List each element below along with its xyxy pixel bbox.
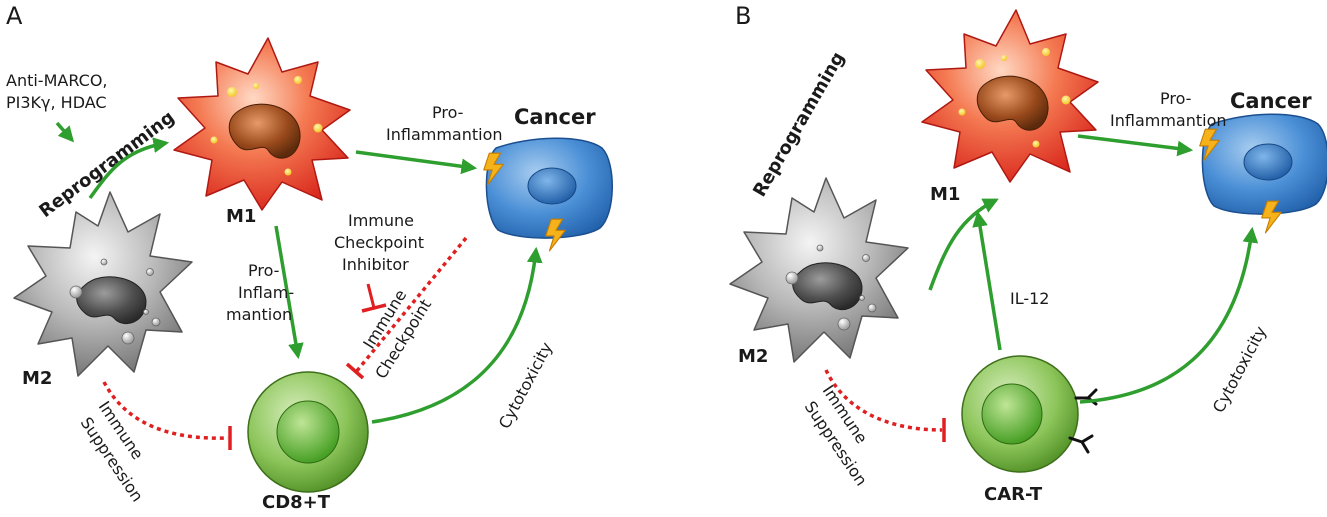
cd8-nucleus (276, 400, 340, 464)
ici-label-2: Checkpoint (334, 233, 424, 252)
panel-a: A Anti-MARCO, PI3Kγ, HDAC Reprogramming … (6, 2, 613, 513)
m2-nucleus-b (792, 262, 863, 310)
cancer-nucleus-a (527, 167, 577, 205)
car-t-cell (961, 355, 1098, 473)
cytotoxicity-label-a: Cytotoxicity (495, 339, 556, 432)
drug-list-line-1: Anti-MARCO, (6, 71, 108, 90)
m1-to-tcell-arrow (274, 225, 304, 360)
m2-label-b: M2 (738, 346, 768, 367)
pro-inflammation-arrow-b (1077, 134, 1194, 157)
pro-inflammation-label-a-2: Inflammantion (386, 125, 503, 144)
cancer-label-a: Cancer (514, 105, 596, 129)
car-t-nucleus (981, 383, 1043, 445)
pro-inflammation-label-a-1: Pro- (432, 103, 463, 122)
pro-inflammation-left-3: mantion (226, 305, 292, 324)
panel-b: B Reprogramming M1 M2 (729, 2, 1327, 505)
cd8-label: CD8+T (262, 492, 331, 513)
ici-label-1: Immune (348, 211, 414, 230)
suppression-dotted-line-b (824, 369, 943, 432)
il12-arrow (972, 210, 1002, 351)
cancer-cell-a (483, 137, 613, 252)
car-receptor-icon (1068, 434, 1094, 454)
m2-label-a: M2 (22, 368, 52, 389)
pro-inflammation-arrow-a (355, 150, 478, 175)
panel-a-letter: A (6, 2, 23, 30)
m2-nucleus-a (76, 276, 147, 324)
m1-nucleus-a (228, 103, 301, 159)
m1-macrophage-b (921, 9, 1099, 183)
cytotoxicity-arrow-a (371, 246, 543, 424)
drug-list-line-2: PI3Kγ, HDAC (6, 93, 107, 112)
checkpoint-inhibition-bar (345, 362, 365, 380)
cancer-cell-b (1199, 113, 1327, 234)
m2-macrophage-a (13, 191, 193, 377)
car-t-label: CAR-T (984, 484, 1043, 505)
reprogramming-arrow-b (928, 198, 999, 291)
panel-b-letter: B (735, 2, 751, 30)
m2-macrophage-b (729, 177, 909, 363)
pro-inflammation-label-b-2: Inflammantion (1110, 111, 1227, 130)
m1-label-b: M1 (930, 184, 960, 205)
drug-arrow (55, 121, 75, 143)
cd8-t-cell (247, 371, 369, 493)
m1-nucleus-b (976, 75, 1049, 131)
pro-inflammation-left-1: Pro- (248, 261, 279, 280)
m1-macrophage-a (173, 37, 351, 211)
ici-inhibition-bar (361, 303, 387, 313)
ici-inhibition-line (366, 283, 376, 309)
il12-label: IL-12 (1010, 289, 1049, 308)
m1-label-a: M1 (226, 206, 256, 227)
cancer-label-b: Cancer (1230, 89, 1312, 113)
pro-inflammation-label-b-1: Pro- (1160, 89, 1191, 108)
cancer-nucleus-b (1243, 143, 1293, 181)
reprogramming-label-b: Reprogramming (749, 48, 849, 200)
checkpoint-dotted-line (354, 236, 468, 374)
suppression-dotted-line-a (102, 381, 229, 440)
ici-label-3: Inhibitor (342, 255, 409, 274)
pro-inflammation-left-2: Inflam- (238, 283, 294, 302)
reprogramming-arrow-a (88, 137, 170, 200)
cytotoxicity-label-b: Cytotoxicity (1209, 323, 1270, 416)
cytotoxicity-arrow-b (1079, 226, 1259, 404)
